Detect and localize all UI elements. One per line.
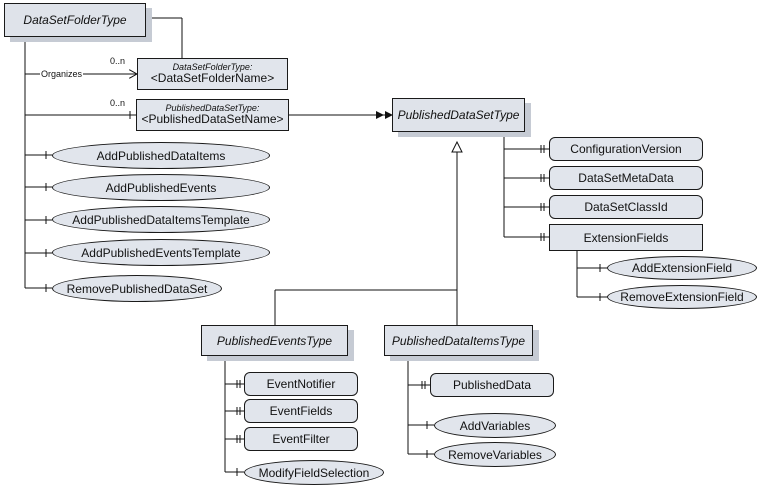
add-published-events-method[interactable]: AddPublishedEvents	[52, 174, 270, 201]
dataset-metadata-property[interactable]: DataSetMetaData	[549, 166, 703, 190]
event-notifier-property[interactable]: EventNotifier	[244, 372, 358, 396]
cardinality-label-folder: 0..n	[110, 56, 126, 66]
configuration-version-property[interactable]: ConfigurationVersion	[549, 137, 703, 161]
published-data-property[interactable]: PublishedData	[430, 373, 554, 397]
add-published-events-template-method[interactable]: AddPublishedEventsTemplate	[52, 239, 270, 266]
add-published-data-items-template-method[interactable]: AddPublishedDataItemsTemplate	[52, 206, 270, 233]
add-published-data-items-method[interactable]: AddPublishedDataItems	[52, 142, 270, 169]
published-dataset-type-name: PublishedDataSetType:	[165, 102, 260, 113]
extension-fields-object[interactable]: ExtensionFields	[549, 224, 703, 251]
remove-published-dataset-method[interactable]: RemovePublishedDataSet	[52, 275, 222, 302]
published-dataset-type-node[interactable]: PublishedDataSetType	[392, 98, 525, 132]
organizes-label: Organizes	[40, 69, 84, 79]
modify-field-selection-method[interactable]: ModifyFieldSelection	[244, 460, 384, 485]
dataset-class-id-property[interactable]: DataSetClassId	[549, 195, 703, 219]
cardinality-label-dataset: 0..n	[110, 98, 126, 108]
event-fields-property[interactable]: EventFields	[244, 399, 358, 423]
dataset-folder-type-node[interactable]: DataSetFolderType	[4, 3, 146, 37]
published-data-items-type-node[interactable]: PublishedDataItemsType	[384, 325, 533, 356]
add-variables-method[interactable]: AddVariables	[434, 413, 556, 438]
dataset-folder-instance-node[interactable]: DataSetFolderType: <DataSetFolderName>	[137, 58, 288, 90]
dataset-folder-type-name: DataSetFolderType:	[172, 61, 253, 72]
remove-variables-method[interactable]: RemoveVariables	[434, 442, 556, 467]
published-dataset-browse-name: <PublishedDataSetName>	[141, 112, 284, 127]
add-extension-field-method[interactable]: AddExtensionField	[607, 256, 757, 280]
dataset-folder-browse-name: <DataSetFolderName>	[150, 71, 275, 86]
published-dataset-instance-node[interactable]: PublishedDataSetType: <PublishedDataSetN…	[136, 99, 289, 131]
event-filter-property[interactable]: EventFilter	[244, 427, 358, 451]
remove-extension-field-method[interactable]: RemoveExtensionField	[607, 285, 757, 309]
published-events-type-node[interactable]: PublishedEventsType	[201, 325, 348, 356]
